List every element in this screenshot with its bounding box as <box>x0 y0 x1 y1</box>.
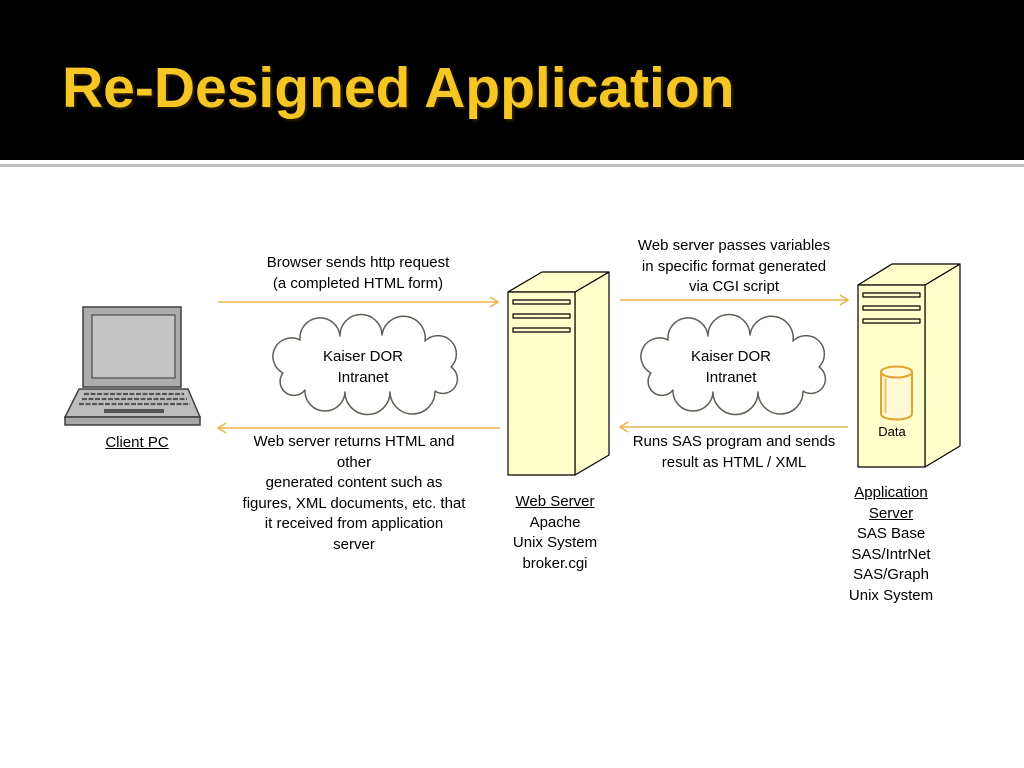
caption-line: Runs SAS program and sends <box>632 433 836 450</box>
caption-line: Browser sends http request <box>266 254 450 271</box>
client-pc-label: Client PC <box>87 433 187 454</box>
web-server-detail: Apache <box>529 513 581 531</box>
web-server-detail: Unix System <box>512 534 598 551</box>
response-caption: Web server returns HTML and other genera… <box>224 432 484 555</box>
laptop-screen <box>91 314 176 379</box>
caption-line: Intranet <box>705 368 757 386</box>
header-divider <box>0 164 1024 167</box>
slide-header <box>0 0 1024 160</box>
application-server-label: Application Server SAS Base SAS/IntrNet … <box>831 483 951 606</box>
database-icon <box>880 365 913 421</box>
database-label-text: Data <box>878 424 906 439</box>
intranet-right-label: Kaiser DOR Intranet <box>671 347 791 388</box>
caption-line: (a completed HTML form) <box>272 274 444 292</box>
application-server-title: Server <box>868 504 914 522</box>
sas-response-caption: Runs SAS program and sends result as HTM… <box>614 432 854 473</box>
drive-bay <box>512 313 571 319</box>
caption-line: other <box>336 453 372 471</box>
application-server-detail: SAS Base <box>856 525 926 542</box>
cloud-icon <box>640 313 827 416</box>
caption-line: Kaiser DOR <box>690 348 772 365</box>
tower-side <box>924 263 961 468</box>
request-arrow <box>218 296 500 308</box>
database-label: Data <box>867 423 917 441</box>
caption-line: it received from application <box>264 515 444 532</box>
web-server-label: Web Server Apache Unix System broker.cgi <box>495 492 615 574</box>
web-server-title: Web Server <box>515 493 595 510</box>
client-pc-label-text: Client PC <box>105 434 169 451</box>
drive-bay <box>862 292 921 298</box>
tower-front <box>507 291 576 476</box>
caption-line: Web server passes variables <box>637 237 831 254</box>
caption-line: Web server returns HTML and <box>253 433 455 450</box>
caption-line: Intranet <box>337 368 389 386</box>
caption-line: generated content such as <box>265 474 443 491</box>
laptop-keys <box>79 392 190 406</box>
laptop-base <box>64 416 201 426</box>
sas-response-arrow <box>618 421 848 433</box>
laptop-spacebar <box>104 409 164 413</box>
caption-line: result as HTML / XML <box>661 453 807 471</box>
tower-side <box>574 271 610 476</box>
server-tower-icon <box>857 263 961 468</box>
laptop-icon <box>63 306 202 426</box>
drive-bay <box>512 299 571 305</box>
drive-bay <box>512 327 571 333</box>
cloud-icon <box>272 313 459 416</box>
intranet-left-label: Kaiser DOR Intranet <box>303 347 423 388</box>
slide-title: Re-Designed Application <box>62 56 735 120</box>
caption-line: server <box>333 535 375 553</box>
drive-bay <box>862 318 921 324</box>
application-server-title: Application <box>854 484 928 501</box>
application-server-detail: SAS/IntrNet <box>851 545 931 563</box>
cgi-request-caption: Web server passes variables in specific … <box>614 236 854 298</box>
caption-line: Kaiser DOR <box>322 348 404 365</box>
web-server-detail: broker.cgi <box>522 554 588 572</box>
response-arrow <box>216 422 500 434</box>
application-server-detail: Unix System <box>848 586 934 604</box>
drive-bay <box>862 305 921 311</box>
caption-line: in specific format generated <box>641 257 827 275</box>
server-tower-icon <box>507 271 610 476</box>
caption-line: figures, XML documents, etc. that <box>242 494 466 512</box>
caption-line: via CGI script <box>688 278 779 295</box>
request-caption: Browser sends http request (a completed … <box>228 253 488 294</box>
application-server-detail: SAS/Graph <box>853 566 929 583</box>
cgi-request-arrow <box>620 294 850 306</box>
